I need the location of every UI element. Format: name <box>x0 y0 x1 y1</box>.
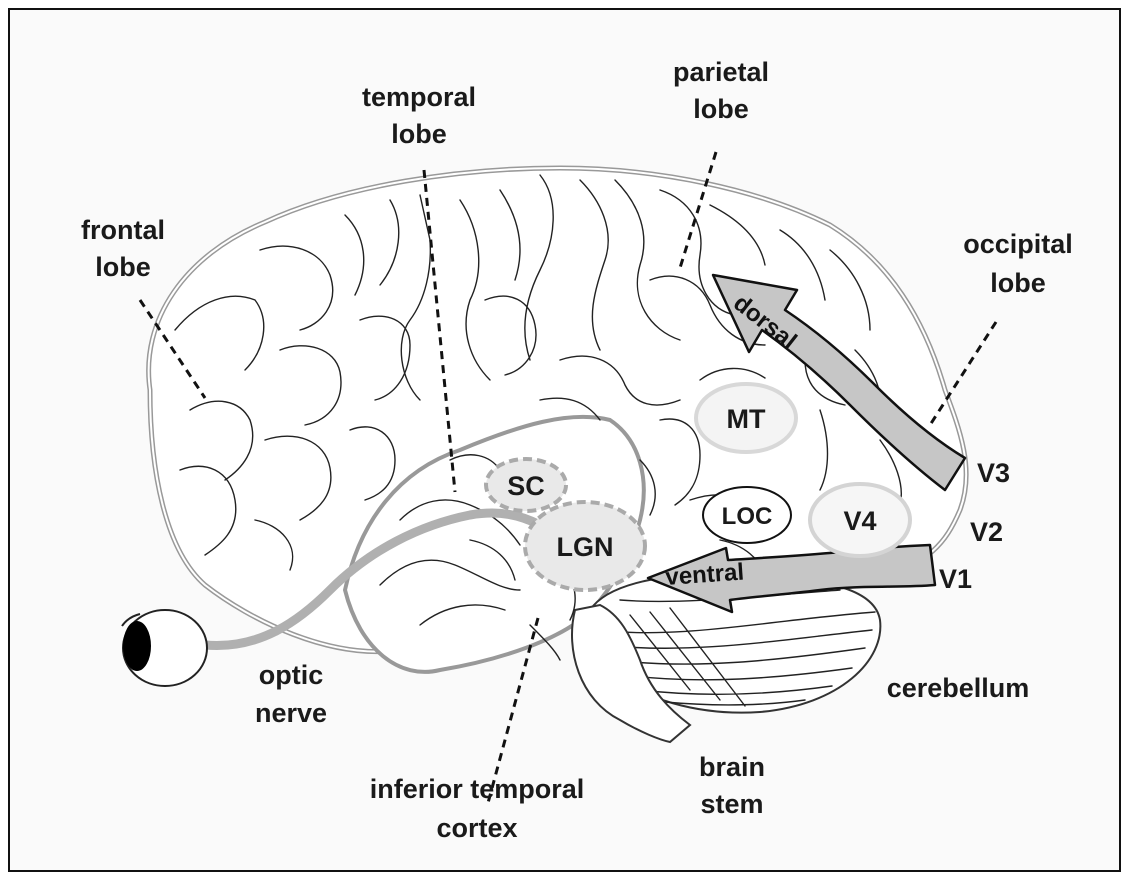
region-loc: LOC <box>703 487 791 543</box>
svg-text:lobe: lobe <box>391 119 447 149</box>
region-sc: SC <box>486 459 566 511</box>
cerebellum-label: cerebellum <box>887 673 1030 703</box>
sc-label: SC <box>507 471 545 501</box>
occipital-lobe-label: occipital lobe <box>963 229 1073 298</box>
ventral-label: ventral <box>665 559 745 591</box>
lgn-label: LGN <box>557 532 614 562</box>
svg-text:cortex: cortex <box>436 813 517 843</box>
svg-text:lobe: lobe <box>990 268 1046 298</box>
eye-icon <box>122 610 207 686</box>
svg-text:optic: optic <box>259 660 324 690</box>
inferior-temporal-label: inferior temporal cortex <box>370 774 585 843</box>
svg-text:lobe: lobe <box>693 94 749 124</box>
frontal-lobe-label: frontal lobe <box>81 215 165 282</box>
svg-text:stem: stem <box>700 789 763 819</box>
svg-text:parietal: parietal <box>673 57 769 87</box>
svg-text:brain: brain <box>699 752 765 782</box>
svg-text:nerve: nerve <box>255 698 327 728</box>
svg-text:occipital: occipital <box>963 229 1073 259</box>
svg-text:lobe: lobe <box>95 252 151 282</box>
parietal-lobe-label: parietal lobe <box>673 57 769 124</box>
region-lgn: LGN <box>525 502 645 590</box>
temporal-lobe-label: temporal lobe <box>362 82 476 149</box>
mt-label: MT <box>727 404 766 434</box>
brain-stem-label: brain stem <box>699 752 765 819</box>
region-mt: MT <box>696 384 796 452</box>
v2-label: V2 <box>970 517 1003 547</box>
region-v4: V4 <box>810 484 910 556</box>
svg-text:frontal: frontal <box>81 215 165 245</box>
v1-label: V1 <box>939 564 972 594</box>
v3-label: V3 <box>977 458 1010 488</box>
svg-text:temporal: temporal <box>362 82 476 112</box>
svg-text:inferior temporal: inferior temporal <box>370 774 585 804</box>
loc-label: LOC <box>722 503 773 530</box>
v4-label: V4 <box>843 506 876 536</box>
optic-nerve-label: optic nerve <box>255 660 327 728</box>
